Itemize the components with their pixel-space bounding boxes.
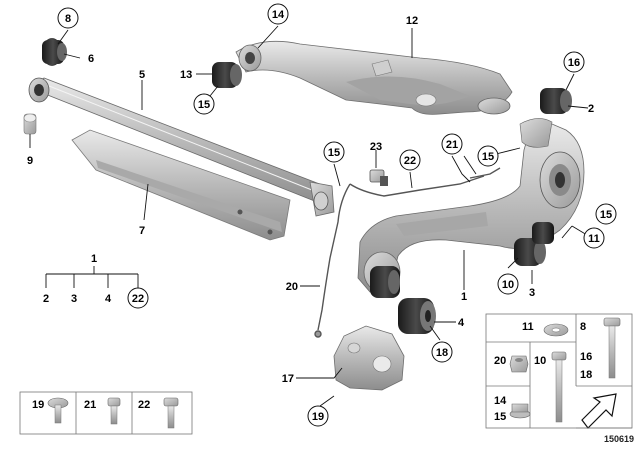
callout-15-center: 15 bbox=[328, 147, 340, 159]
part-cover-7 bbox=[71, 129, 291, 241]
hex-nut-icon bbox=[509, 355, 529, 373]
legend-left: 19 21 22 bbox=[19, 391, 193, 435]
callout-18: 18 bbox=[436, 347, 448, 359]
callout-22-harness: 22 bbox=[404, 155, 416, 167]
callout-10-circle bbox=[497, 273, 519, 295]
callout-1-top: 1 bbox=[91, 253, 97, 265]
legend-19-number: 19 bbox=[32, 399, 44, 411]
part-bushing-13 bbox=[212, 62, 242, 88]
callout-labels: 8 14 15 16 15 22 21 15 15 11 10 18 19 22… bbox=[27, 3, 617, 427]
legend-8-number: 8 bbox=[580, 321, 586, 333]
callout-11-right-circle bbox=[583, 227, 605, 249]
legend-15-number: 15 bbox=[494, 411, 506, 423]
washer-icon bbox=[543, 323, 569, 337]
legend-21-number: 21 bbox=[84, 399, 96, 411]
part-bushing-3 bbox=[514, 222, 554, 266]
callout-13: 13 bbox=[180, 69, 192, 81]
legend-18-number: 18 bbox=[580, 369, 592, 381]
callout-2-right: 2 bbox=[588, 103, 594, 115]
callout-3-group: 3 bbox=[71, 293, 77, 305]
callout-19-mount-circle bbox=[307, 405, 329, 427]
legend-11-number: 11 bbox=[522, 321, 534, 333]
callout-15-right: 15 bbox=[600, 209, 612, 221]
callout-10: 10 bbox=[502, 279, 514, 291]
callout-12: 12 bbox=[406, 15, 418, 27]
part-bushing-2 bbox=[540, 88, 572, 114]
callout-20: 20 bbox=[286, 281, 298, 293]
part-clip-23 bbox=[369, 169, 388, 186]
callout-14: 14 bbox=[272, 9, 285, 21]
part-bolt-9 bbox=[23, 113, 37, 135]
callout-3-right: 3 bbox=[529, 287, 535, 299]
callout-16-circle bbox=[563, 51, 585, 73]
callout-8-circle bbox=[57, 7, 79, 29]
part-bracket-17 bbox=[333, 325, 405, 391]
flange-nut-icon bbox=[509, 403, 531, 419]
flange-bolt-icon bbox=[47, 397, 69, 424]
callout-8: 8 bbox=[65, 13, 71, 25]
part-bushing-6 bbox=[42, 38, 67, 66]
diagram-id: 150619 bbox=[604, 434, 634, 444]
callout-18-circle bbox=[431, 341, 453, 363]
part-tie-rod bbox=[28, 77, 335, 217]
hex-bolt-long-icon bbox=[551, 351, 567, 423]
callout-15-hub: 15 bbox=[482, 151, 494, 163]
callout-22-group-circle bbox=[127, 287, 149, 309]
part-bushing-4 bbox=[370, 266, 436, 334]
callout-4-group: 4 bbox=[105, 293, 112, 305]
legend-right: 11 8 16 18 20 10 14 15 bbox=[485, 313, 633, 429]
callout-15-hub-circle bbox=[477, 145, 499, 167]
legend-16-number: 16 bbox=[580, 351, 592, 363]
callout-15-upper: 15 bbox=[198, 99, 210, 111]
callout-7: 7 bbox=[139, 225, 145, 237]
hex-socket-bolt-icon bbox=[107, 397, 121, 425]
callout-5: 5 bbox=[139, 69, 145, 81]
callout-1-main: 1 bbox=[461, 291, 467, 303]
legend-14-number: 14 bbox=[494, 395, 507, 407]
legend-20-number: 20 bbox=[494, 355, 506, 367]
hex-bolt-icon bbox=[603, 317, 621, 379]
callout-16: 16 bbox=[568, 57, 580, 69]
callout-15-right-circle bbox=[595, 203, 617, 225]
callout-14-circle bbox=[267, 3, 289, 25]
direction-arrow-icon bbox=[576, 393, 632, 429]
part-sensor-cable bbox=[314, 167, 501, 338]
callout-21-harness: 21 bbox=[446, 139, 458, 151]
callout-6: 6 bbox=[88, 53, 94, 65]
hex-socket-bolt-long-icon bbox=[163, 397, 179, 429]
callout-23: 23 bbox=[370, 141, 382, 153]
callout-17: 17 bbox=[282, 373, 294, 385]
callout-21-harness-circle bbox=[441, 133, 463, 155]
callout-22-harness-circle bbox=[399, 149, 421, 171]
callout-4-right: 4 bbox=[458, 317, 465, 329]
callout-2-group: 2 bbox=[43, 293, 49, 305]
leader-lines bbox=[29, 25, 593, 407]
part-wishbone-12 bbox=[235, 40, 513, 115]
callout-15-center-circle bbox=[323, 141, 345, 163]
callout-9: 9 bbox=[27, 155, 33, 167]
callout-22-group: 22 bbox=[132, 293, 144, 305]
callout-15-upper-circle bbox=[193, 93, 215, 115]
legend-10-number: 10 bbox=[534, 355, 546, 367]
callout-19-mount: 19 bbox=[312, 411, 324, 423]
callout-11-right: 11 bbox=[588, 233, 600, 245]
legend-22-number: 22 bbox=[138, 399, 150, 411]
